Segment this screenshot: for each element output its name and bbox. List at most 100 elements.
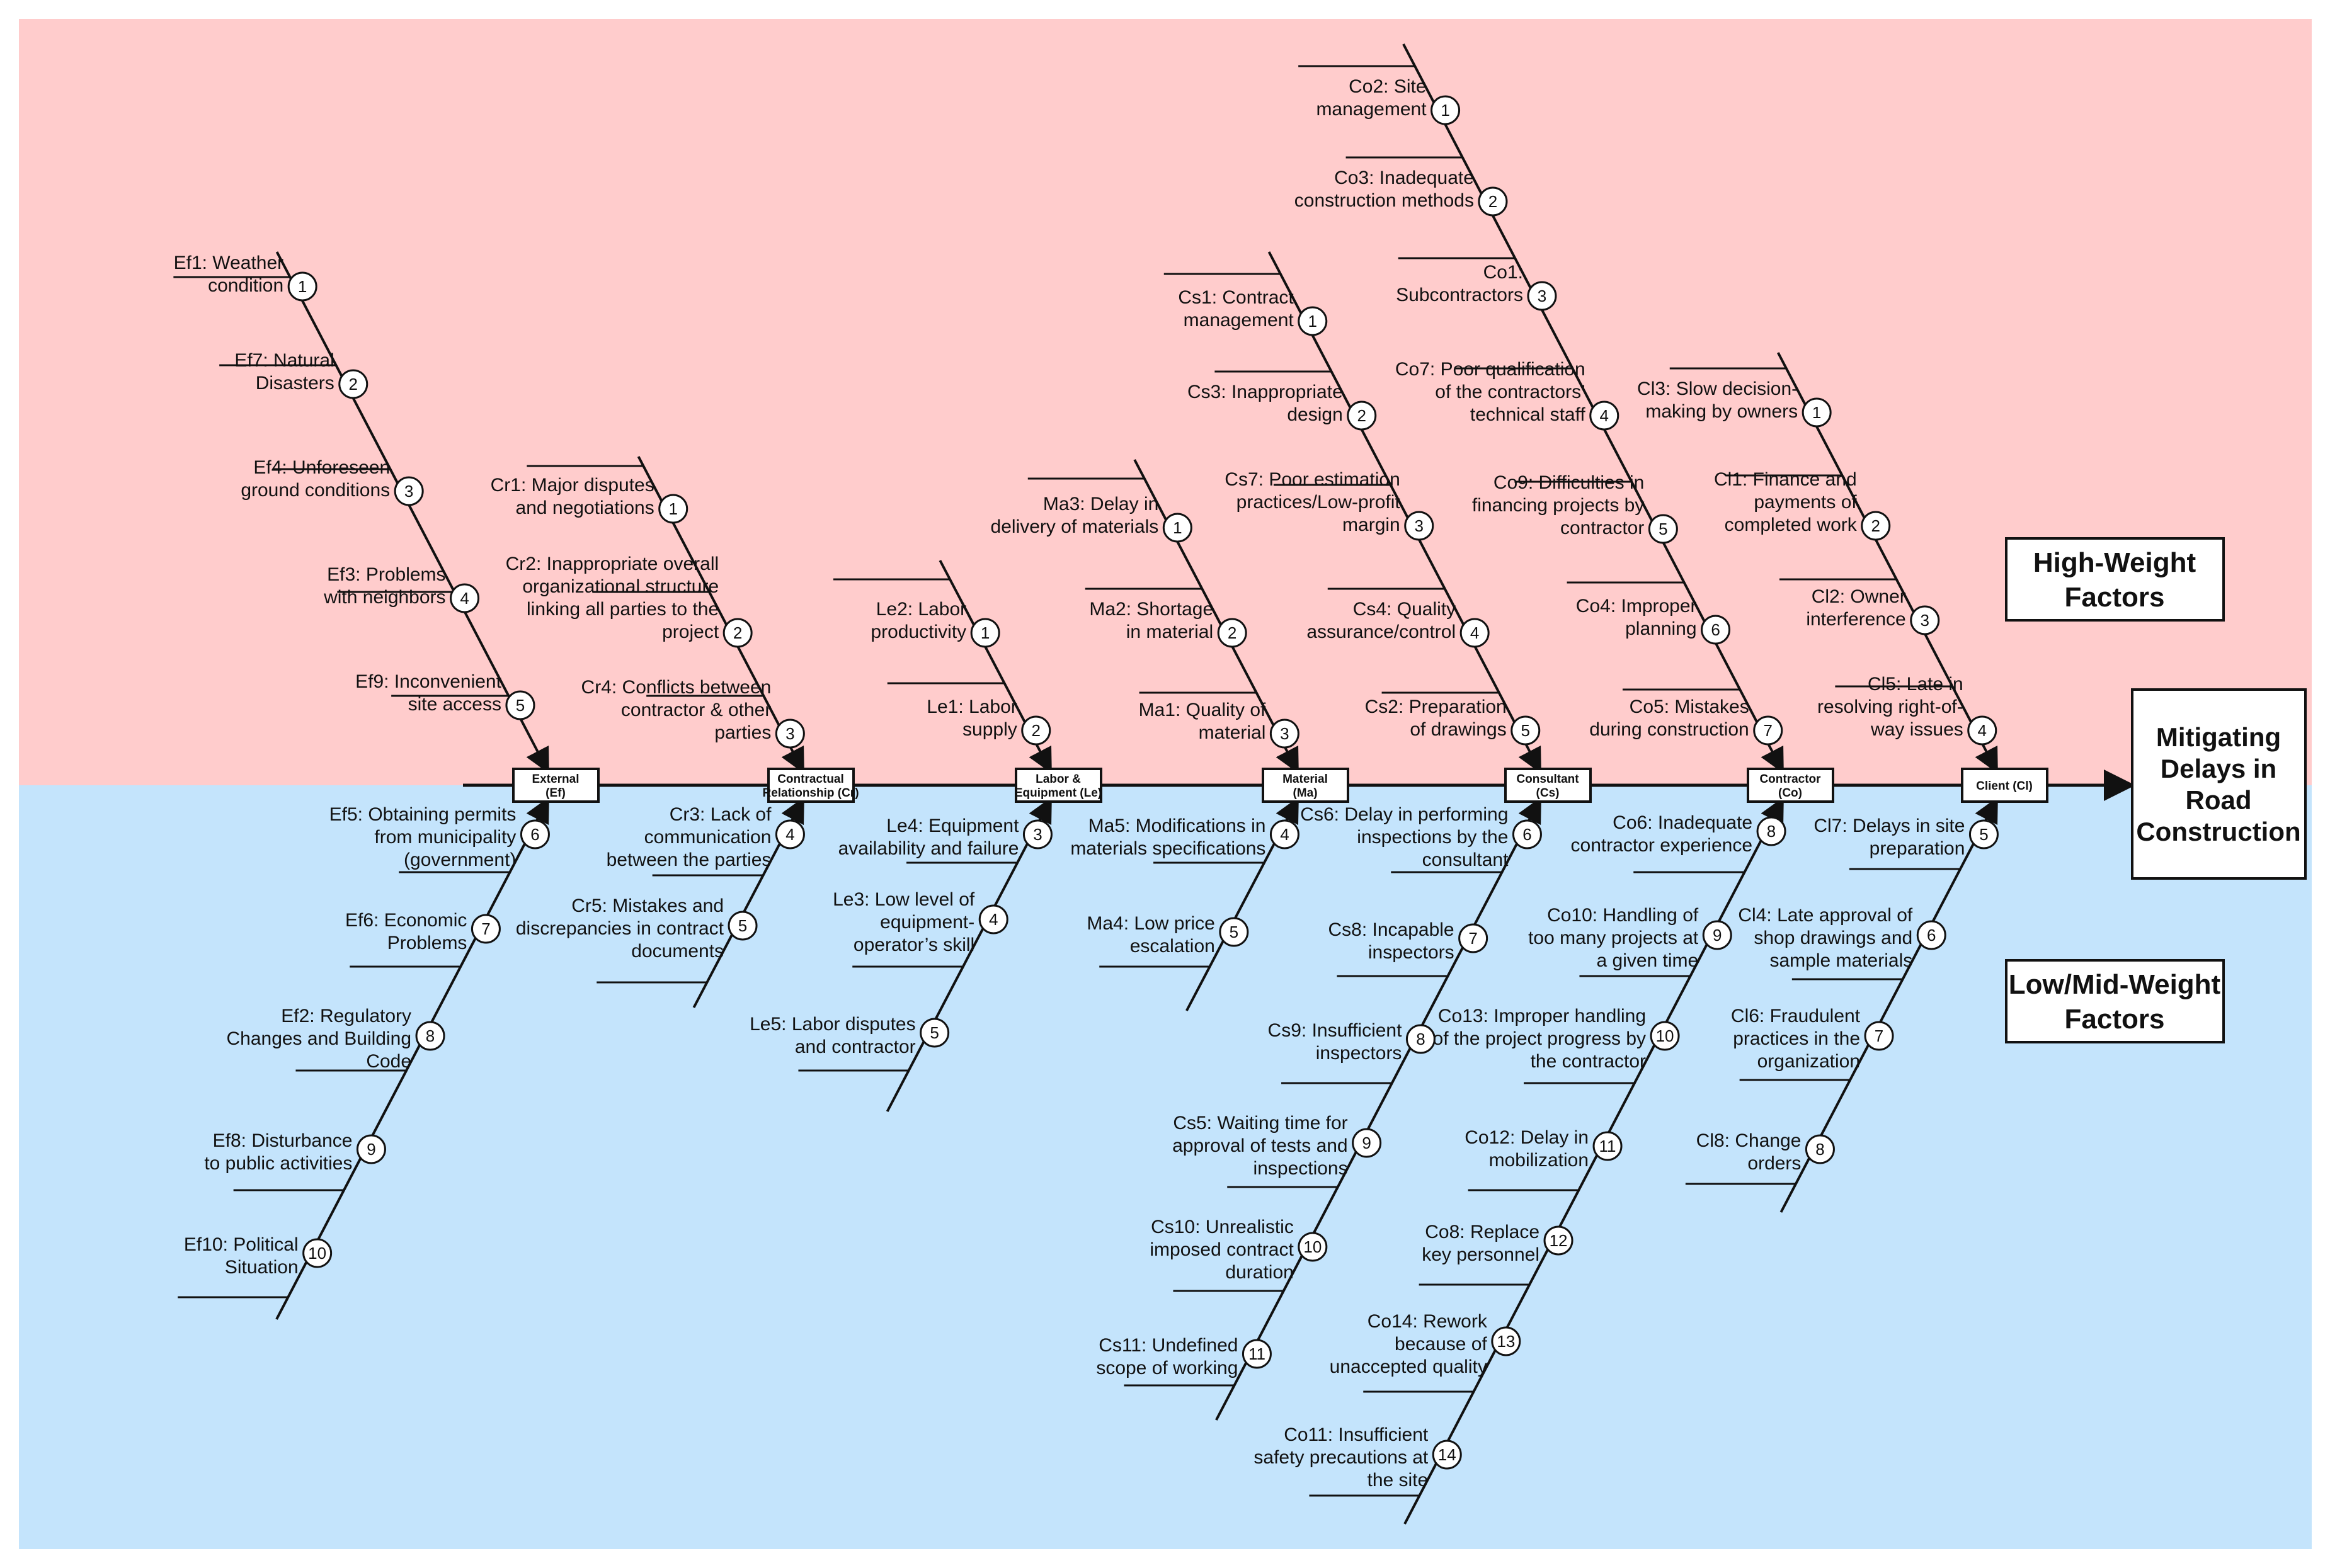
category-label-cr: Contractual <box>777 773 844 786</box>
bone-ma-high <box>1133 459 1299 774</box>
cause-Cs11-number: 11 <box>1248 1344 1265 1363</box>
cause-Ef2-label-line: Ef2: Regulatory <box>281 1006 411 1026</box>
cause-Cs8-number: 7 <box>1468 929 1477 948</box>
cause-Co10-badge <box>1702 920 1732 950</box>
cause-Ef6-label-line: Problems <box>387 933 467 953</box>
cause-Cs2-badge <box>1511 715 1541 746</box>
cause-Co4-label-line: planning <box>1625 618 1696 639</box>
cause-Cr4-label-line: Cr4: Conflicts between <box>581 677 772 698</box>
cause-Ef7-label-line: Disasters <box>256 373 334 394</box>
legend-high-line-2: Factors <box>2065 582 2165 613</box>
cause-Ef8-number: 9 <box>367 1140 375 1159</box>
cause-Cl5-number: 4 <box>1978 721 1987 740</box>
cause-Cs9-badge <box>1405 1024 1436 1054</box>
category-label-cs: (Cs) <box>1536 787 1560 800</box>
cause-Cs7-label-line: Cs7: Poor estimation <box>1225 469 1400 490</box>
cause-Cl7-badge <box>1968 819 1999 849</box>
cause-Le4-label-line: Le4: Equipment <box>886 815 1019 836</box>
cause-Ma3-number: 1 <box>1173 518 1182 537</box>
cause-Cs6-label-line: consultant <box>1422 849 1509 870</box>
cause-Ef6-number: 7 <box>481 919 490 938</box>
legend-high-box: High-Weight Factors <box>2005 537 2225 622</box>
cause-Ef5-number: 6 <box>530 825 539 844</box>
category-label-ma: Material <box>1282 773 1328 786</box>
cause-Cl4-badge <box>1916 920 1946 950</box>
cause-Cr2-number: 2 <box>733 623 742 642</box>
effect-line-4: Construction <box>2136 817 2300 846</box>
cause-Cl6-badge <box>1864 1021 1894 1051</box>
cause-Cs3-label-line: Cs3: Inappropriate <box>1187 382 1343 402</box>
cause-Cl1-label-line: payments of <box>1754 492 1857 513</box>
cause-Co13-badge <box>1650 1021 1680 1051</box>
cause-Cr2-label-line: Cr2: Inappropriate overall <box>506 554 719 574</box>
cause-Co6-label-line: contractor experience <box>1571 835 1753 856</box>
cause-Co7-label-line: technical staff <box>1470 404 1586 425</box>
cause-Le1-label-line: supply <box>962 719 1017 740</box>
cause-Cs5-label-line: inspections <box>1254 1158 1348 1179</box>
cause-Co5-badge <box>1753 715 1783 746</box>
cause-Ef5-badge <box>520 819 550 849</box>
cause-Le3-number: 4 <box>989 910 998 929</box>
cause-Ef6-badge <box>471 914 501 944</box>
cause-Cl7-label-line: Cl7: Delays in site <box>1813 815 1965 836</box>
cause-Co4-badge <box>1701 615 1731 645</box>
cause-Ma1-number: 3 <box>1280 724 1289 743</box>
cause-Ma5-number: 4 <box>1280 825 1289 844</box>
cause-Ef7-badge <box>338 369 368 399</box>
cause-Ma4-label-line: escalation <box>1130 936 1215 957</box>
cause-Co11-label-line: safety precautions at <box>1254 1447 1428 1468</box>
category-box-cs: Consultant(Cs) <box>1504 768 1592 803</box>
cause-Ef5-label-line: Ef5: Obtaining permits <box>329 804 517 825</box>
cause-Ef1-number: 1 <box>298 277 307 296</box>
cause-Co10-number: 9 <box>1713 926 1722 945</box>
cause-Cs7-number: 3 <box>1415 516 1424 535</box>
cause-Co14-label-line: unaccepted quality <box>1330 1356 1487 1377</box>
cause-Cl8-number: 8 <box>1815 1140 1824 1159</box>
cause-Ef4-label-line: Ef4: Unforeseen <box>253 457 390 478</box>
cause-Ef9-label-line: Ef9: Inconvenient <box>355 671 501 692</box>
cause-Cl1-number: 2 <box>1871 516 1880 535</box>
cause-Cs1-label-line: management <box>1184 310 1294 331</box>
cause-Cs1-label-line: Cs1: Contract <box>1178 287 1294 308</box>
cause-Ma1-badge <box>1269 719 1299 749</box>
cause-Cs6-number: 6 <box>1522 825 1531 844</box>
cause-Le5-label-line: and contractor <box>795 1037 916 1057</box>
cause-Co12-number: 11 <box>1599 1137 1616 1156</box>
category-box-ma: Material(Ma) <box>1262 768 1349 803</box>
cause-Co13-number: 10 <box>1656 1026 1674 1045</box>
cause-Le4-number: 3 <box>1033 825 1042 844</box>
cause-Cs5-badge <box>1352 1128 1382 1158</box>
cause-Cs10-label-line: duration <box>1225 1262 1293 1283</box>
bone-le-low <box>886 797 1052 1112</box>
high-weight-zone <box>19 19 2312 785</box>
cause-Cl4-label-line: shop drawings and <box>1754 928 1912 948</box>
cause-Co2-badge <box>1431 95 1461 125</box>
cause-Cr1-number: 1 <box>668 499 677 518</box>
cause-Cl2-number: 3 <box>1921 611 1929 630</box>
cause-Ma5-badge <box>1269 819 1299 849</box>
cause-Cr3-label-line: Cr3: Lack of <box>670 804 772 825</box>
cause-Cr1-label-line: and negotiations <box>516 497 654 518</box>
cause-Ef4-badge <box>394 476 424 506</box>
cause-Cl4-number: 6 <box>1927 926 1936 945</box>
cause-Cl4-label-line: sample materials <box>1769 950 1912 971</box>
cause-Le2-badge <box>970 618 1000 648</box>
cause-Ma2-number: 2 <box>1228 623 1236 642</box>
cause-Co14-badge <box>1491 1326 1521 1356</box>
cause-Ef2-number: 8 <box>426 1026 435 1045</box>
cause-Ma1-label-line: Ma1: Quality of <box>1139 700 1266 720</box>
cause-Cs7-label-line: margin <box>1342 514 1400 535</box>
cause-Co11-label-line: Co11: Insufficient <box>1284 1424 1429 1445</box>
category-label-le: Equipment (Le) <box>1015 787 1102 800</box>
cause-Cl7-label-line: preparation <box>1870 838 1965 859</box>
cause-Cs4-number: 4 <box>1470 623 1479 642</box>
cause-Co14-label-line: Co14: Rework <box>1368 1311 1488 1332</box>
cause-Ef2-label-line: Code <box>366 1051 411 1072</box>
cause-Cl1-label-line: Cl1: Finance and <box>1714 469 1857 490</box>
cause-Le1-label-line: Le1: Labor <box>927 696 1017 717</box>
cause-Cl1-label-line: completed work <box>1725 514 1858 535</box>
legend-low-box: Low/Mid-Weight Factors <box>2005 959 2225 1043</box>
cause-Co10-label-line: Co10: Handling of <box>1547 905 1699 926</box>
